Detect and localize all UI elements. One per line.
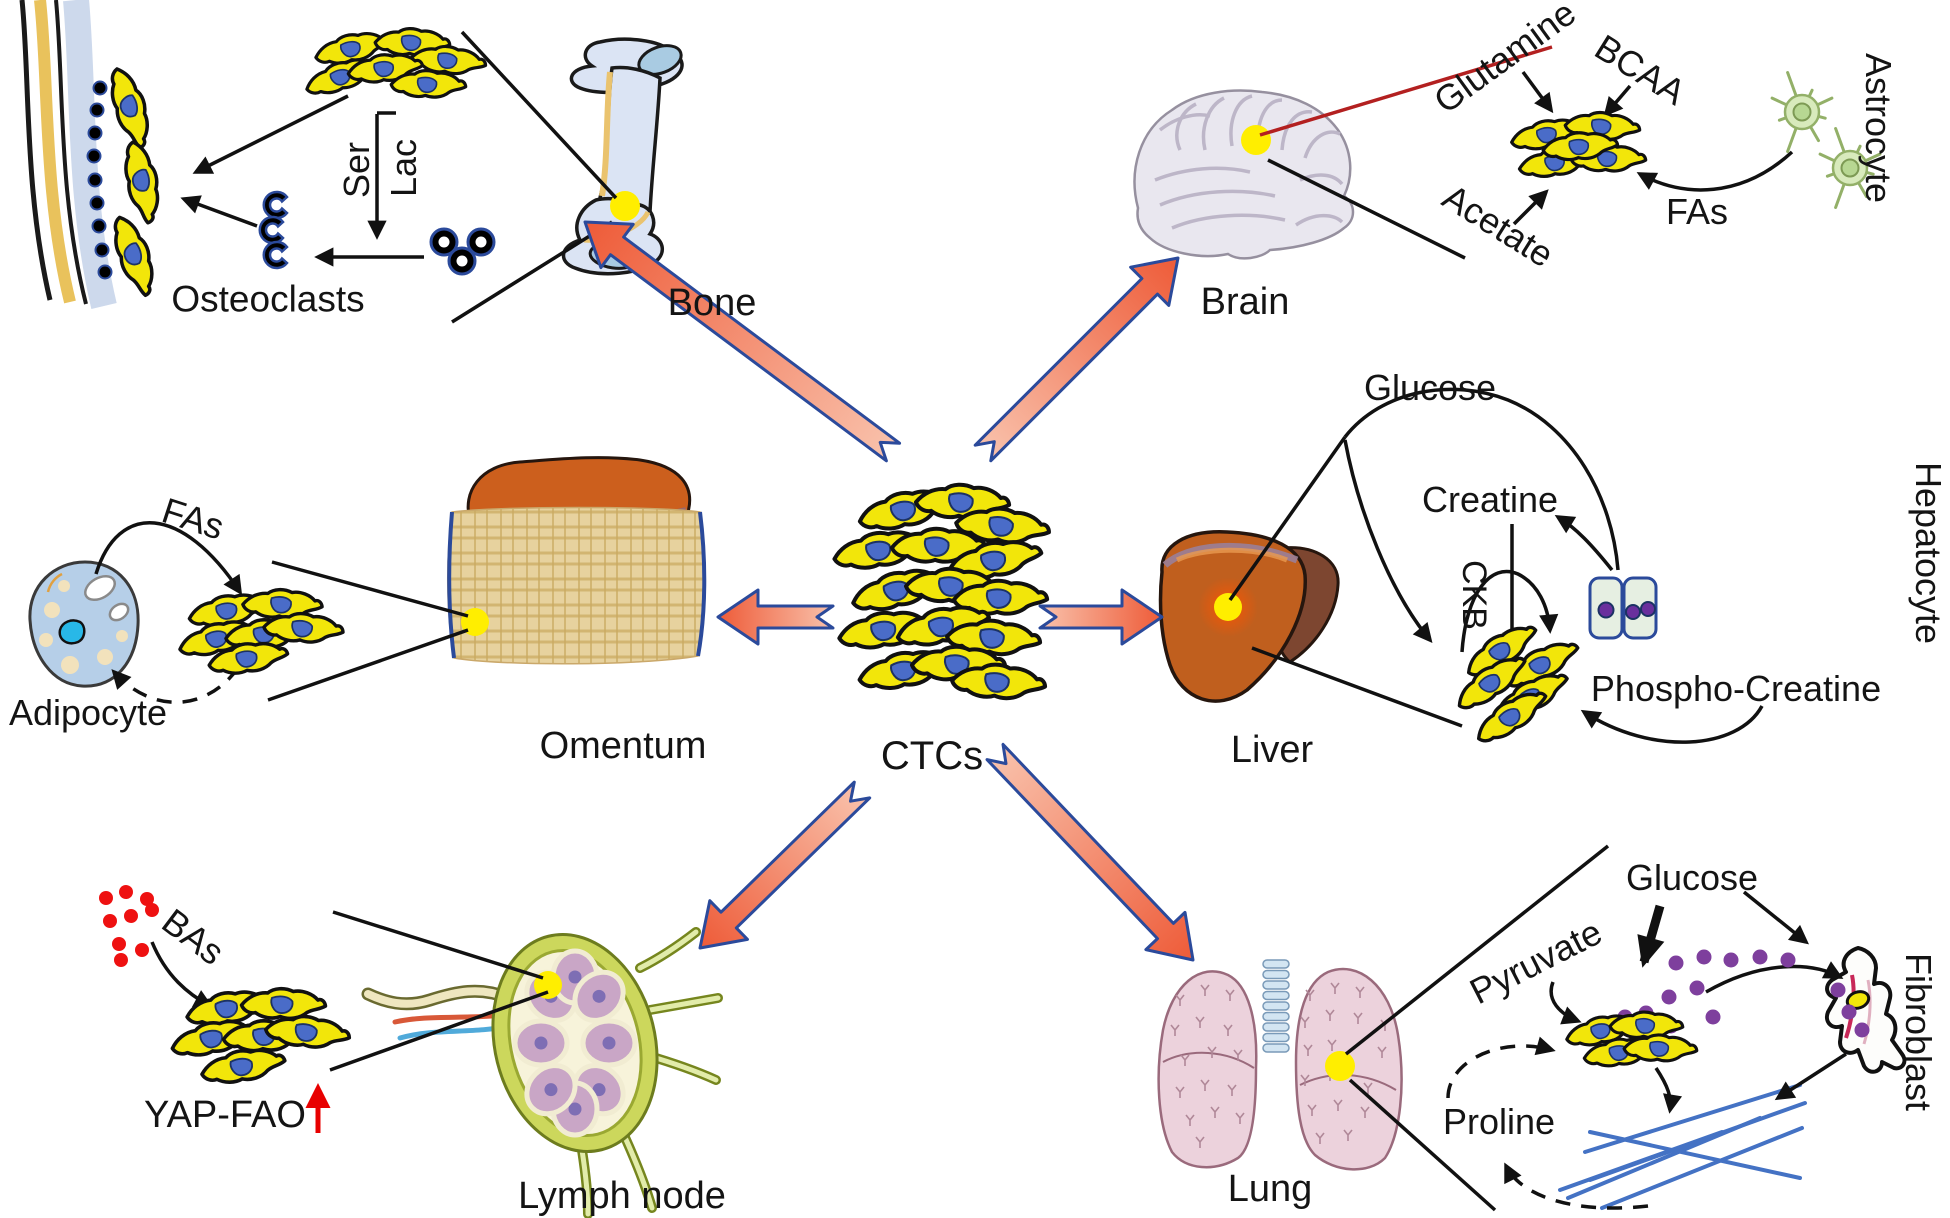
cell-cluster-central bbox=[830, 478, 1054, 707]
cell-cluster-liver bbox=[1448, 617, 1586, 749]
bone-wall-cross-section bbox=[19, 0, 117, 309]
ser-label: Ser bbox=[336, 141, 377, 199]
bone-label: Bone bbox=[667, 282, 757, 324]
astrocyte-cells bbox=[1770, 71, 1882, 209]
liver-panel-arrows bbox=[1343, 387, 1764, 744]
lung-label: Lung bbox=[1227, 1168, 1313, 1210]
lymph-node-organ bbox=[361, 927, 723, 1218]
lung-zoom-lines bbox=[1344, 844, 1610, 1212]
glucose-lung-label: Glucose bbox=[1625, 857, 1759, 898]
osteoclast-resorption-border bbox=[86, 80, 113, 280]
brain-organ bbox=[1133, 89, 1355, 260]
collagen-fibers bbox=[1558, 1083, 1807, 1210]
phospho-creatine-label: Phospho-Creatine bbox=[1590, 668, 1882, 709]
omentum-organ bbox=[446, 456, 707, 665]
cell-cluster-omentum bbox=[174, 584, 347, 677]
bile-acid-dots bbox=[99, 885, 159, 967]
brain-metastasis-dot bbox=[1241, 125, 1271, 155]
lung-organ bbox=[1157, 967, 1403, 1171]
hepatocyte-cells bbox=[1588, 576, 1658, 640]
glucose-liver-label: Glucose bbox=[1363, 367, 1497, 408]
fas-brain-label: FAs bbox=[1665, 191, 1729, 232]
bone-panel-arrows bbox=[180, 94, 424, 267]
ctcs-label: CTCs bbox=[880, 734, 984, 778]
ctc-dissemination-arrows bbox=[583, 220, 1195, 962]
ckb-label: CKB bbox=[1455, 560, 1493, 630]
proline-label: Proline bbox=[1442, 1101, 1556, 1142]
bone-zoom-lines bbox=[451, 30, 618, 324]
cell-cluster-boneWall bbox=[105, 63, 163, 301]
lymph-node-label: Lymph node bbox=[518, 1175, 726, 1217]
yap-fao-label: YAP-FAO bbox=[144, 1094, 306, 1136]
brain-zoom-line-red bbox=[1259, 45, 1553, 137]
omentum-zoom-lines bbox=[267, 560, 469, 702]
brain-panel-arrows bbox=[1512, 70, 1794, 226]
adipocyte-cell bbox=[28, 560, 140, 688]
adipocyte-label: Adipocyte bbox=[8, 692, 168, 733]
cell-cluster-boneTop bbox=[301, 23, 490, 104]
bone-femur bbox=[561, 37, 684, 276]
osteoclasts-label: Osteoclasts bbox=[171, 278, 365, 320]
astrocyte-label: Astrocyte bbox=[1858, 52, 1899, 204]
liver-metastasis-dot bbox=[1214, 593, 1242, 621]
cell-cluster-brain bbox=[1508, 106, 1649, 180]
lac-label: Lac bbox=[383, 138, 424, 198]
creatine-label: Creatine bbox=[1421, 479, 1559, 520]
liver-label: Liver bbox=[1230, 729, 1314, 771]
fibroblast-label: Fibroblast bbox=[1898, 952, 1939, 1112]
lymph-zoom-lines bbox=[329, 910, 549, 1072]
bone-metastasis-dot bbox=[610, 191, 640, 221]
liver-organ bbox=[1158, 530, 1340, 703]
brain-zoom-line bbox=[1267, 158, 1466, 260]
cell-cluster-fibro bbox=[1562, 1007, 1700, 1069]
trachea bbox=[1262, 959, 1290, 1053]
liver-zoom-lines bbox=[1228, 435, 1463, 728]
fibroblast-cell bbox=[1825, 946, 1907, 1074]
lung-panel-arrows bbox=[1446, 890, 1847, 1210]
cell-cluster-lymph bbox=[167, 983, 354, 1087]
omentum-label: Omentum bbox=[539, 725, 707, 767]
hepatocyte-label: Hepatocyte bbox=[1908, 461, 1949, 645]
fas-transfer-arrow bbox=[94, 521, 243, 596]
brain-label: Brain bbox=[1200, 281, 1290, 323]
lung-metastasis-dot bbox=[1325, 1051, 1355, 1081]
